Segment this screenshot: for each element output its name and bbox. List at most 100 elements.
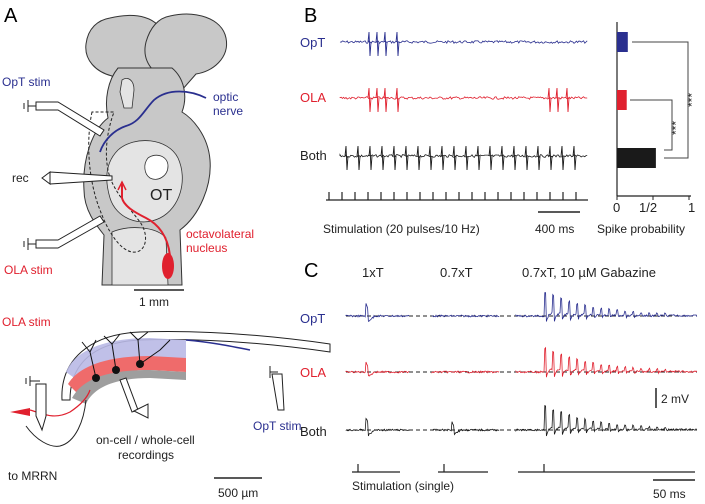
octavolateral-label-1: octavolateral — [186, 227, 254, 241]
b-row-label-ola: OLA — [300, 90, 326, 105]
b-spike-0-0 — [367, 31, 372, 57]
b-xtick-0: 0 — [613, 200, 620, 215]
b-spike-2-15 — [524, 145, 529, 171]
b-spike-1-2 — [383, 87, 388, 113]
b-spike-2-13 — [500, 145, 505, 171]
b-stimulation-ticks — [326, 192, 588, 201]
b-trace-0 — [339, 40, 588, 45]
sig-marker-outer: *** — [685, 93, 699, 107]
rec-electrode — [41, 171, 113, 185]
to-mrrn-label: to MRRN — [8, 469, 57, 483]
b-spike-2-14 — [512, 145, 517, 171]
b-spike-2-4 — [392, 145, 397, 171]
c-time-scale-label: 50 ms — [653, 487, 686, 501]
b-spike-2-9 — [452, 145, 457, 171]
b-spike-1-3 — [395, 87, 400, 113]
c-row-label-opt: OpT — [300, 311, 325, 326]
b-spike-2-0 — [344, 145, 349, 171]
c-stim-marker-1 — [352, 464, 400, 473]
b-spike-1-1 — [375, 87, 380, 113]
optic-tectum-region — [106, 140, 183, 223]
recording-electrode — [119, 377, 139, 413]
ola-pathway — [121, 182, 171, 257]
b-spike-2-16 — [536, 145, 541, 171]
b-spike-2-18 — [560, 145, 565, 171]
deep-layer — [72, 370, 186, 404]
b-row-label-both: Both — [300, 148, 327, 163]
c-trace-1-2 — [515, 346, 698, 378]
b-xtick-1: 1 — [688, 200, 695, 215]
tectum-schematic — [10, 331, 331, 447]
c-trace-1-1 — [431, 370, 500, 374]
c-stimulation-markers — [352, 464, 695, 473]
c-row-label-both: Both — [300, 424, 327, 439]
opt-stim-electrode-bottom — [271, 373, 285, 411]
scale-label-500um: 500 µm — [218, 486, 258, 500]
c-trace-0-2 — [515, 292, 698, 322]
ola-layer — [68, 356, 186, 398]
mrrn-fiber — [25, 399, 87, 447]
rec-label: rec — [12, 171, 29, 185]
octavolateral-nucleus-blob — [162, 253, 174, 279]
optic-nerve-label-2: nerve — [213, 104, 243, 118]
b-spike-1-4 — [547, 87, 552, 113]
c-trace-2-1 — [431, 421, 500, 436]
c-voltage-scale-label: 2 mV — [661, 392, 689, 406]
b-spike-2-3 — [380, 145, 385, 171]
c-condition-gabazine: 0.7xT, 10 µM Gabazine — [522, 265, 656, 280]
ola-arrowhead — [117, 180, 127, 191]
sig-bracket-outer — [632, 41, 689, 159]
b-spike-traces — [339, 31, 588, 171]
spike-probability-chart — [616, 22, 691, 200]
c-trace-0-1 — [431, 314, 500, 318]
b-spike-0-1 — [375, 31, 380, 57]
ola-ground-bottom-icon — [25, 376, 40, 386]
opt-stim-label: OpT stim — [2, 75, 50, 89]
neuron-dendrites — [81, 331, 171, 379]
b-spike-1-5 — [555, 87, 560, 113]
b-spike-0-3 — [395, 31, 400, 57]
b-spike-2-2 — [368, 145, 373, 171]
ventricle — [144, 154, 169, 180]
c-trace-0-0 — [345, 303, 410, 322]
bar-ola — [617, 90, 627, 110]
opt-stim-bottom-label: OpT stim — [253, 419, 301, 433]
opt-ground-bottom-icon — [269, 366, 278, 378]
c-condition-1xT: 1xT — [362, 265, 384, 280]
b-trace-2 — [339, 153, 588, 159]
opt-stim-ground-icon — [23, 100, 36, 112]
b-row-label-opt: OpT — [300, 35, 325, 50]
brain-diagram — [23, 13, 228, 286]
tectum-dashed-outline — [88, 111, 147, 253]
recordings-label-2: recordings — [118, 448, 174, 462]
ola-stim-electrode-bottom — [35, 383, 47, 432]
b-xtick-half: 1/2 — [639, 200, 657, 215]
optic-nerve-path — [99, 90, 207, 153]
hindbrain-region — [111, 227, 169, 286]
bar-both — [617, 148, 656, 168]
recording-amp-icon — [132, 403, 149, 419]
c-row-label-ola: OLA — [300, 365, 326, 380]
b-spike-2-10 — [464, 145, 469, 171]
panel-c-letter: C — [304, 260, 318, 282]
panel-a-letter: A — [4, 5, 18, 27]
c-stim-label: Stimulation (single) — [352, 479, 454, 493]
midline-structure — [119, 78, 135, 109]
octavolateral-label-2: nucleus — [186, 241, 227, 255]
c-psp-traces — [345, 292, 698, 437]
b-spike-2-12 — [488, 145, 493, 171]
b-spike-2-19 — [572, 145, 577, 171]
opt-stim-electrode — [35, 101, 105, 137]
c-trace-2-0 — [345, 417, 410, 437]
c-trace-1-0 — [345, 361, 410, 377]
mrrn-blob — [10, 408, 30, 416]
opt-input-fiber — [185, 339, 251, 351]
c-stim-marker-2 — [438, 464, 488, 473]
b-spike-2-5 — [404, 145, 409, 171]
b-spike-2-8 — [440, 145, 445, 171]
opt-layer — [66, 338, 186, 382]
b-spike-1-6 — [565, 87, 570, 113]
recordings-label-1: on-cell / whole-cell — [96, 433, 195, 447]
b-spike-2-17 — [548, 145, 553, 171]
